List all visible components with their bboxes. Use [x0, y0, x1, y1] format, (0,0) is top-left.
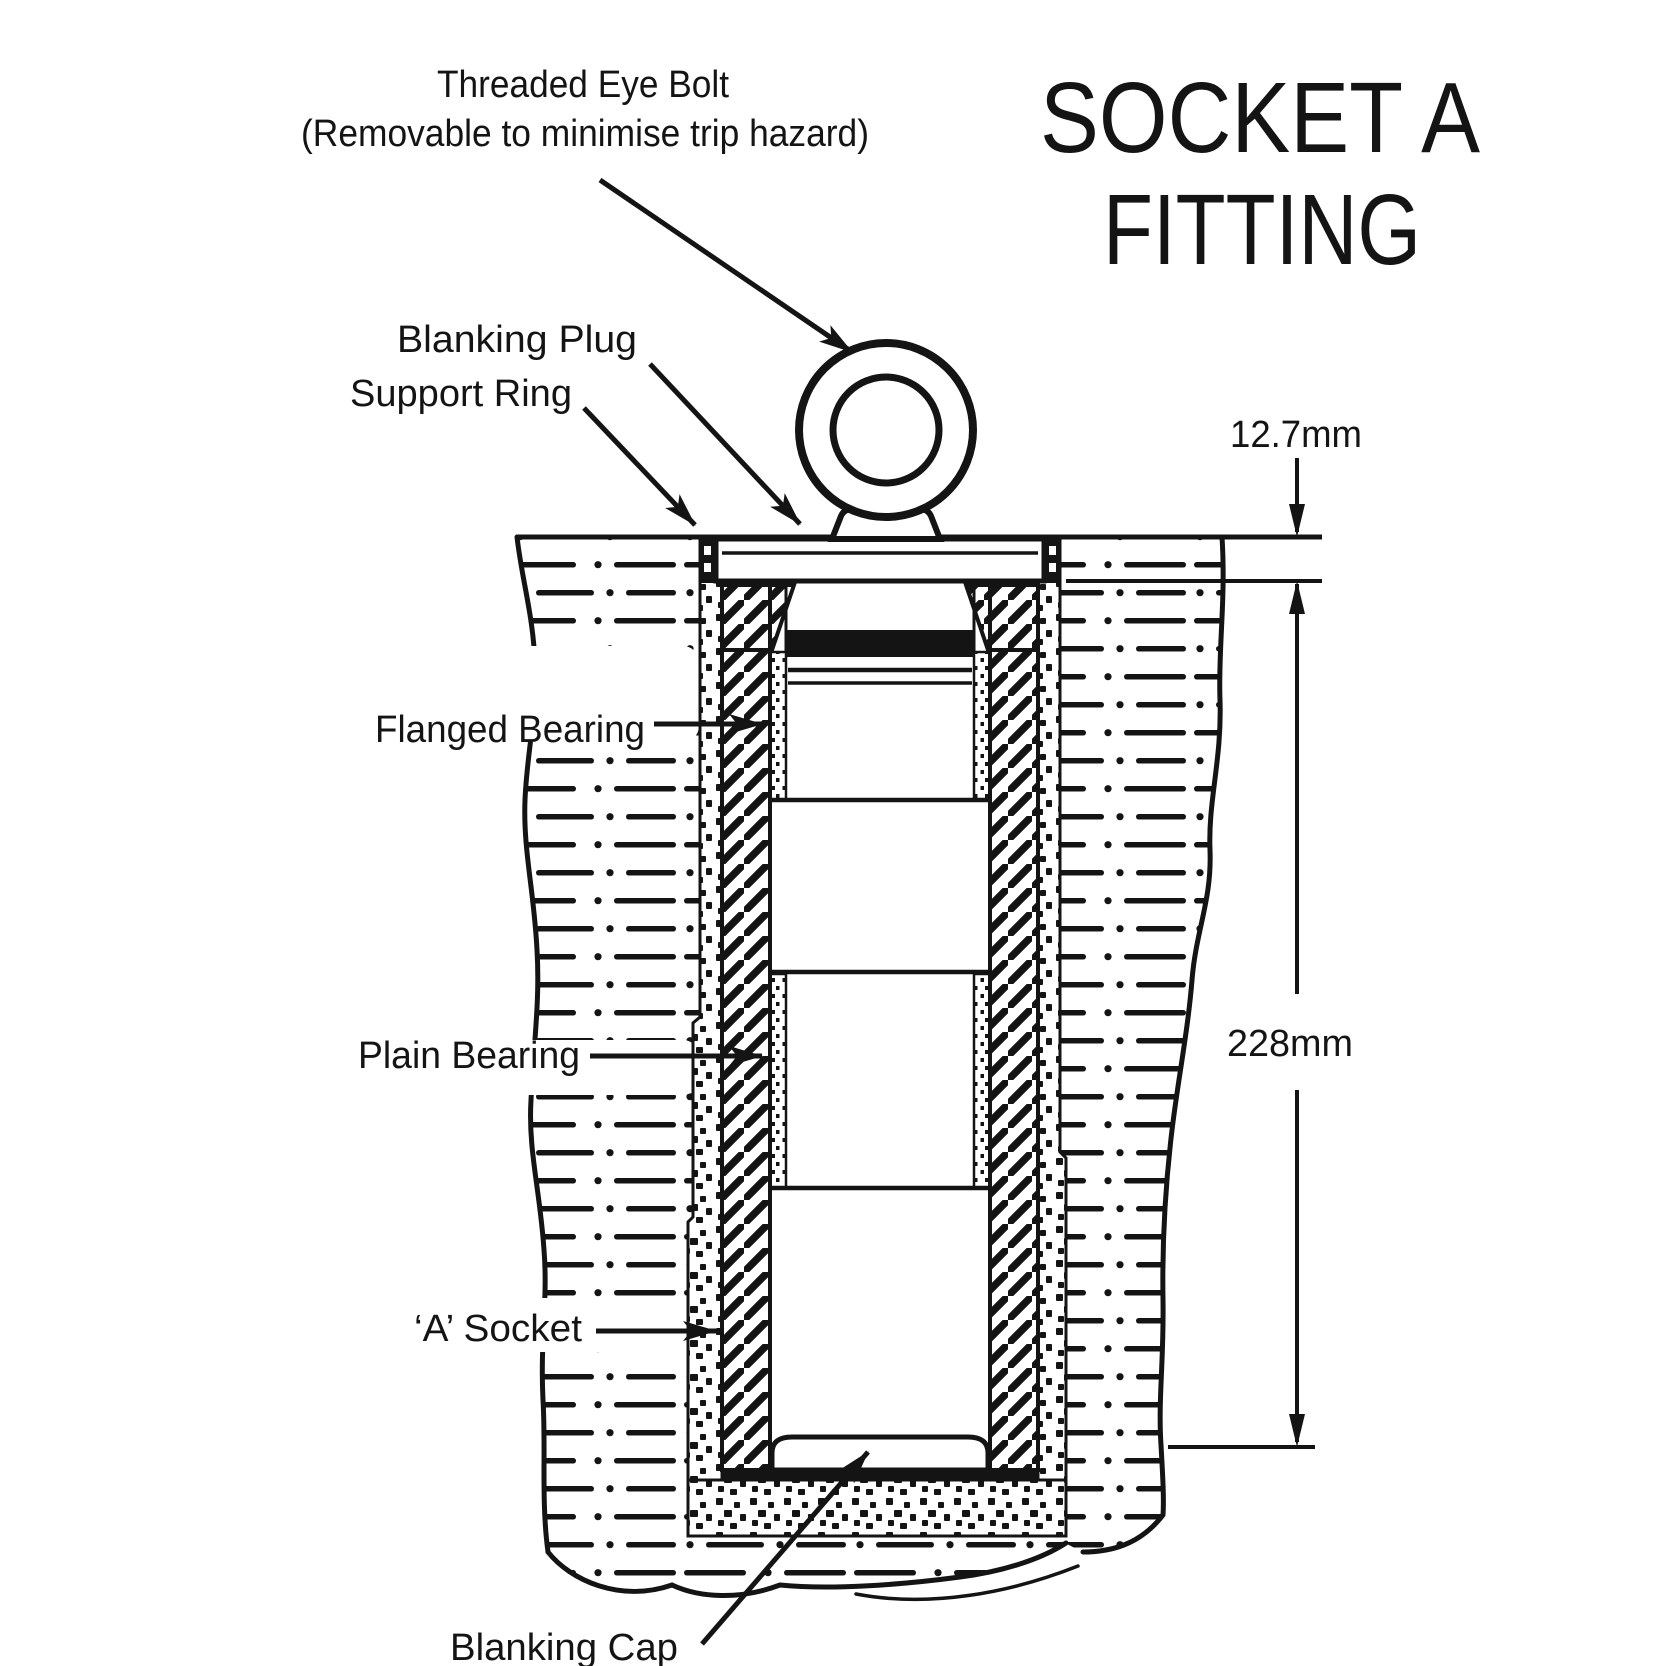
socket-floor [722, 1468, 1038, 1481]
flanged-bearing-sleeve-left [768, 650, 788, 802]
bearing-flange-right [963, 583, 1040, 652]
blanking-cap [769, 1434, 991, 1473]
arrow-threaded-eye-bolt [598, 177, 854, 355]
label-a-socket: ‘A’ Socket [414, 1308, 582, 1350]
arrow-support-ring [582, 406, 697, 527]
callout-arrows [582, 177, 870, 1646]
blanking-plug-plate [713, 536, 1047, 584]
eye-bolt-ring-inner [829, 373, 943, 487]
seal-band [786, 630, 974, 657]
support-ring-left-notch-2 [704, 563, 711, 572]
bearing-flange-left [720, 583, 797, 652]
plain-bearing-sleeve-left [768, 972, 788, 1190]
dimension-annotations [1066, 458, 1322, 1449]
ground-echo-wave [854, 1564, 1080, 1602]
support-ring-left [700, 537, 717, 583]
label-flanged-bearing: Flanged Bearing [375, 709, 645, 751]
dim-arrow-down-2 [1289, 1414, 1305, 1447]
dimension-12-7mm: 12.7mm [1230, 414, 1362, 456]
diagram-text: SOCKET A FITTING Threaded Eye Bolt (Remo… [301, 62, 1480, 1666]
label-blanking-cap: Blanking Cap [450, 1627, 678, 1666]
support-ring-right [1043, 537, 1060, 583]
support-ring-left-notch-1 [704, 546, 711, 555]
plain-bearing-sleeve-right [972, 972, 992, 1190]
dimension-228mm: 228mm [1227, 1023, 1353, 1065]
support-ring-right-notch-1 [1049, 546, 1056, 555]
support-ring [700, 537, 1060, 583]
socket-wall-right [988, 578, 1040, 1472]
bearing-sleeves [768, 650, 992, 1190]
flanged-bearing-sleeve-right [972, 650, 992, 802]
label-plain-bearing: Plain Bearing [358, 1035, 580, 1077]
grout-base-band [686, 1478, 1068, 1538]
dim-arrow-up-1 [1289, 581, 1305, 614]
label-eye-bolt-line2: (Removable to minimise trip hazard) [301, 113, 869, 155]
label-gap-a-socket [466, 1298, 699, 1352]
page-title-line2: FITTING [1103, 174, 1421, 286]
arrow-blanking-cap [700, 1450, 870, 1646]
threaded-eye-bolt [795, 339, 977, 542]
label-support-ring: Support Ring [350, 373, 572, 415]
arrow-blanking-plug [648, 362, 802, 526]
label-eye-bolt-line1: Threaded Eye Bolt [437, 64, 729, 106]
label-blanking-plug: Blanking Plug [397, 319, 637, 361]
dim-arrow-down-1 [1289, 504, 1305, 537]
bore-details [770, 585, 990, 1191]
page-title-line1: SOCKET A [1040, 62, 1480, 174]
support-ring-right-notch-2 [1049, 563, 1056, 572]
label-gap-flanged-bearing [466, 646, 699, 742]
ground-bottom-wavy-edge [545, 1540, 1069, 1598]
ground-right-wavy-edge [1080, 534, 1226, 1555]
ground-right-fill [1060, 537, 1224, 1552]
socket-wall-left [720, 578, 772, 1472]
